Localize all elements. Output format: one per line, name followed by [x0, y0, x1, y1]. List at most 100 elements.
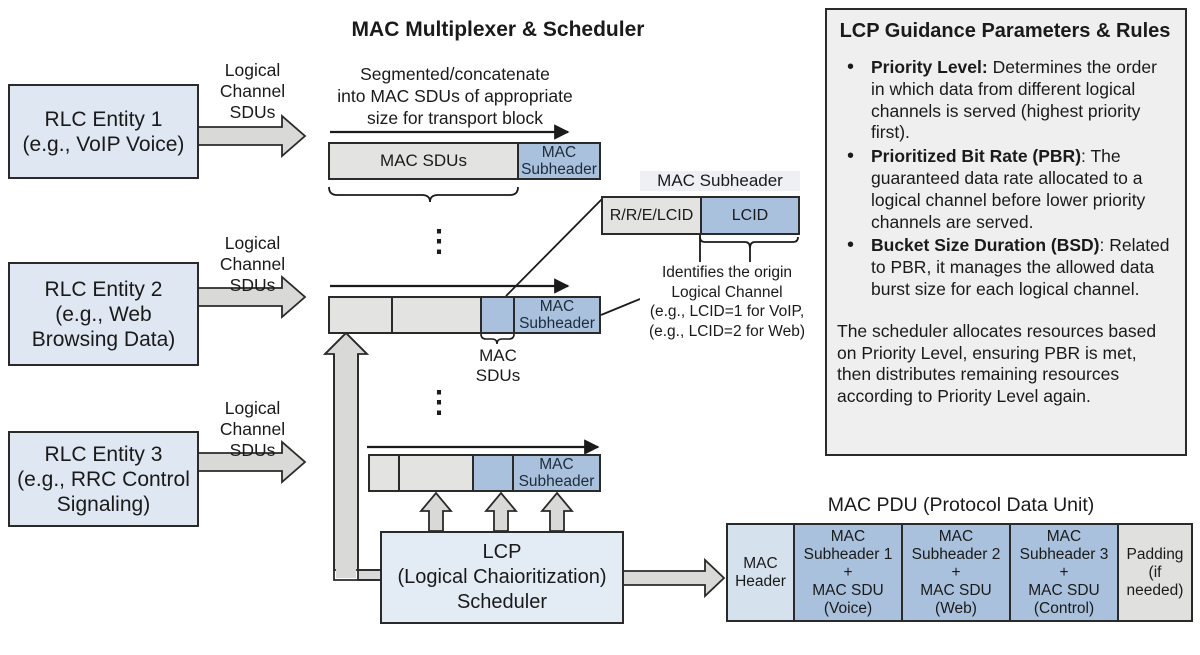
pdu-line: (Control) [1033, 599, 1095, 617]
rlc-entity-3-example-line-2: Signaling) [56, 492, 151, 516]
pdu-line: MAC SDU [812, 581, 884, 599]
ellipsis-lower: ⋮ [424, 386, 454, 419]
pdu-line: MAC SDU [920, 581, 992, 599]
rlc-entity-2: RLC Entity 2 (e.g., Web Browsing Data) [8, 262, 199, 366]
lcid-note: Identifies the origin Logical Channel (e… [640, 263, 814, 341]
channel-label-2: Logical Channel SDUs [200, 233, 305, 296]
rule-term: Priority Level: [871, 57, 988, 77]
lcid-note-line: Identifies the origin [661, 264, 793, 281]
pdu-title: MAC PDU (Protocol Data Unit) [827, 494, 1095, 516]
pdu-line: Padding [1126, 545, 1184, 563]
segmentation-note-line: size for transport block [366, 108, 544, 128]
scheduler-up-arrow-1 [419, 491, 453, 532]
scheduler-up-arrow-3 [540, 491, 574, 532]
row2-transport-block: MAC Subheader [328, 296, 601, 334]
lcid-brace [699, 236, 799, 249]
subheader-detail-title: MAC Subheader [640, 171, 800, 191]
rlc-entity-2-name: RLC Entity 2 [44, 277, 163, 301]
rlc-entity-3-name: RLC Entity 3 [44, 442, 163, 466]
scheduler-title: LCP [482, 541, 522, 563]
pdu-line: MAC SDU [1028, 581, 1100, 599]
row3-mac-subheader: MAC Subheader [514, 456, 599, 490]
row2-sdu-segment-3 [482, 298, 515, 332]
lcid-note-line: (e.g., LCID=2 for Web) [648, 322, 806, 340]
mac-multiplexer-title: MAC Multiplexer & Scheduler [351, 18, 645, 41]
segmentation-note-line: into MAC SDUs of appropriate [337, 86, 573, 106]
guidance-rules: Priority Level: Determines the order in … [837, 57, 1173, 301]
rlc-entity-3-example-line-1: (e.g., RRC Control [17, 467, 190, 491]
brace-label-line: MAC [479, 346, 517, 365]
zoom-line-lower [600, 298, 641, 316]
scheduler-up-arrow-2 [484, 491, 518, 532]
row1-mac-sdus: MAC SDUs [330, 144, 519, 178]
guidance-panel: LCP Guidance Parameters & Rules Priority… [825, 8, 1187, 456]
rule-bsd: Bucket Size Duration (BSD): Related to P… [837, 235, 1173, 300]
field-label: LCID [731, 206, 769, 224]
pdu-line: Header [735, 572, 786, 590]
channel-label-line: SDUs [229, 275, 276, 295]
row1-transport-block: MAC SDUs MAC Subheader [328, 142, 601, 180]
rule-priority-level: Priority Level: Determines the order in … [837, 57, 1173, 144]
channel-label-line: Channel [219, 419, 286, 439]
rule-text: : Related to PBR, it manages the allowed… [871, 235, 1170, 299]
lcid-note-line: Logical Channel [671, 283, 783, 301]
pdu-line: Subheader 2 [911, 545, 1001, 563]
rlc-entity-3: RLC Entity 3 (e.g., RRC Control Signalin… [8, 431, 199, 527]
subheader-field-rrelcid: R/R/E/LCID [603, 198, 702, 233]
guidance-title: LCP Guidance Parameters & Rules [839, 20, 1171, 42]
rule-term: Prioritized Bit Rate (PBR) [871, 146, 1082, 167]
rule-text: : The guaranteed data rate allocated to … [871, 146, 1146, 232]
pdu-line: Subheader 3 [1019, 545, 1109, 563]
segmentation-note: Segmented/concatenate into MAC SDUs of a… [315, 63, 595, 129]
pdu-line: MAC [938, 527, 974, 545]
row3-sdu-segment-1 [370, 456, 400, 490]
row2-mac-subheader: MAC Subheader [515, 298, 599, 332]
channel-label-line: Channel [219, 81, 286, 101]
row3-sdu-segment-3 [474, 456, 514, 490]
rlc-entity-1-example: (e.g., VoIP Voice) [22, 132, 185, 156]
subheader-label-line: MAC [541, 144, 577, 161]
pdu-line: (if [1148, 563, 1162, 581]
row3-sdu-segment-2 [400, 456, 474, 490]
pdu-line: (Voice) [823, 599, 873, 617]
subheader-detail: R/R/E/LCID LCID [601, 196, 800, 235]
pdu-line: needed) [1126, 581, 1184, 599]
subheader-label-line: Subheader [518, 473, 595, 490]
scheduler-subtitle: (Logical Chaioritization) [397, 566, 607, 588]
subheader-label-line: Subheader [519, 315, 595, 332]
pdu-line: MAC [1046, 527, 1082, 545]
guidance-summary: The scheduler allocates resources based … [837, 320, 1157, 407]
rlc1-to-mac-arrow [197, 114, 307, 158]
pdu-line: MAC [830, 527, 866, 545]
channel-label-line: Logical [224, 60, 281, 80]
pdu-line: + [951, 563, 961, 581]
scheduler-to-pdu-arrow [622, 557, 726, 599]
pdu-line: MAC [743, 554, 778, 572]
channel-label-line: SDUs [229, 440, 276, 460]
row3-transport-block: MAC Subheader [368, 454, 601, 492]
subheader-label-line: Subheader [521, 161, 597, 178]
brace-label-line: SDUs [475, 366, 521, 385]
zoom-line-upper [505, 197, 604, 297]
rlc-entity-2-example-line-2: Browsing Data) [31, 327, 176, 351]
rule-text: Determines the order in which data from … [871, 57, 1157, 143]
subheader-label-line: MAC [539, 298, 575, 315]
channel-label-line: SDUs [229, 102, 276, 122]
channel-label-1: Logical Channel SDUs [200, 60, 305, 123]
scheduler-label: Scheduler [456, 591, 548, 613]
rule-term: Bucket Size Duration (BSD) [871, 235, 1100, 256]
row2-mac-sdus-label: MAC SDUs [470, 346, 526, 386]
rlc-entity-2-example-line-1: (e.g., Web [55, 302, 152, 326]
lcp-scheduler: LCP (Logical Chaioritization) Scheduler [380, 531, 624, 624]
rlc2-to-mac-arrow [197, 275, 307, 319]
rlc-entity-1: RLC Entity 1 (e.g., VoIP Voice) [8, 84, 199, 179]
pdu-line: Subheader 1 [803, 545, 893, 563]
row2-sdu-segment-2 [393, 298, 482, 332]
